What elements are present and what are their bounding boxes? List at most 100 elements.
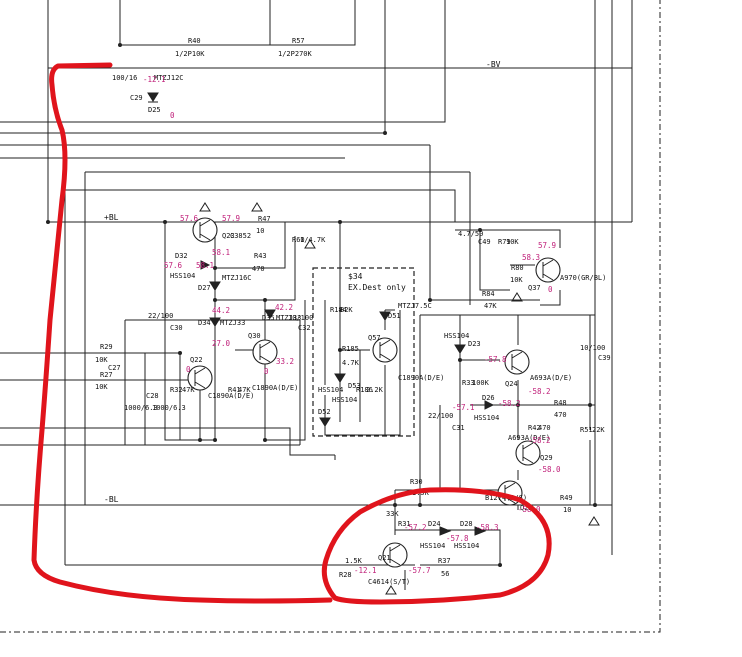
wire-vertical (65, 189, 456, 222)
transistor-part: A693A(D/E) (508, 434, 550, 442)
diode-part: HSS104 (420, 542, 445, 550)
resistor-label: R185 (342, 345, 359, 353)
diode-label: D53 (348, 382, 361, 390)
capacitor-label: C27 (108, 364, 121, 372)
capacitor-value: 10/100 (580, 344, 605, 352)
resistor-label: R57 (292, 37, 305, 45)
voltage-label: -58.2 (528, 436, 551, 445)
wire (479, 230, 510, 291)
capacitor-label: C28 (146, 392, 159, 400)
resistor-value: 2.2K (366, 386, 384, 394)
capacitor-value: 22/100 (428, 412, 453, 420)
diode-label: D24 (428, 520, 441, 528)
voltage-label: 44.2 (212, 306, 230, 315)
resistor-label: R40 (188, 37, 201, 45)
voltage-label: 57.9 (538, 241, 556, 250)
resistor-value: 10K (506, 238, 519, 246)
diode-label: D28 (460, 520, 473, 528)
diode-part: HSS104 (454, 542, 479, 550)
diode-label: D23 (468, 340, 481, 348)
resistor-value: 1/4.7K (300, 236, 326, 244)
wire-top (120, 0, 356, 46)
resistor-label: R43 (254, 252, 267, 260)
voltage-label: 57.6 (164, 261, 183, 270)
diode-part: MTZJ7.5C (398, 302, 432, 310)
diode-part: HSS104 (444, 332, 469, 340)
wire-bus (0, 0, 446, 123)
capacitor-value: 4.7/50 (458, 230, 483, 238)
diode-symbols (147, 92, 495, 536)
wire (215, 222, 286, 269)
transistor-label: Q25 (520, 504, 533, 512)
voltage-label: -57.7 (408, 566, 431, 575)
capacitor-label: C32 (298, 324, 311, 332)
resistor-value: 10K (95, 383, 108, 391)
diode-label: D52 (318, 408, 331, 416)
resistor-label: R51 (580, 426, 593, 434)
resistor-label: R41 (228, 386, 241, 394)
transistor-part: C4614(S/T) (368, 578, 410, 586)
transistor-q30 (252, 339, 278, 365)
transistor-label: Q37 (528, 284, 541, 292)
voltage-label: -58.0 (538, 465, 561, 474)
transistor-label: Q22 (190, 356, 203, 364)
resistor-value: 100K (472, 379, 490, 387)
diode-part: HSS104 (318, 386, 343, 394)
transistor-label: Q21 (378, 554, 391, 562)
transistor-label: Q23 (222, 232, 235, 240)
diode-label: D32 (175, 252, 188, 260)
transistor-q21 (382, 542, 408, 568)
transistor-q37 (535, 257, 561, 283)
capacitor-label: C39 (598, 354, 611, 362)
voltage-label: 27.0 (212, 339, 231, 348)
voltage-label: -58.2 (528, 387, 551, 396)
resistor-value: 82K (340, 306, 353, 314)
voltage-label: 42.2 (275, 303, 293, 312)
resistor-value: 10K (510, 276, 523, 284)
voltage-label: -57.8 (484, 355, 507, 364)
transistor-part: C3852 (230, 232, 251, 240)
voltage-label: 0 (548, 285, 553, 294)
transistor-q23 (192, 217, 218, 243)
voltage-label: -12.1 (143, 75, 166, 84)
transistor-label: Q57 (368, 334, 381, 342)
transistor-label: Q29 (540, 454, 553, 462)
rail-label-neg-bl: -BL (104, 495, 119, 504)
capacitor-label: C29 (130, 94, 143, 102)
option-box-label: $34 (348, 272, 363, 281)
voltage-label: 58.3 (522, 253, 540, 262)
voltage-label: 57.9 (222, 214, 240, 223)
transistor-q29 (515, 440, 541, 466)
diode-part: MTZJ12C (154, 74, 184, 82)
capacitor-value: 100/16 (112, 74, 137, 82)
voltage-label: -57.1 (452, 403, 475, 412)
voltage-label: -57.8 (446, 534, 469, 543)
voltage-label: 0 (170, 111, 175, 120)
transistor-label: Q24 (505, 380, 518, 388)
resistor-label: R31 (398, 520, 411, 528)
resistor-label: R84 (482, 290, 495, 298)
resistor-label: R79 (498, 238, 511, 246)
capacitor-label: C31 (452, 424, 465, 432)
wire-neg-bv (48, 0, 633, 69)
voltage-label: -58.2 (498, 399, 521, 408)
diode-label: D27 (198, 284, 211, 292)
frame-border (0, 0, 661, 633)
resistor-label: R47 (258, 215, 271, 223)
resistor-label: R80 (511, 264, 524, 272)
resistor-label: R30 (410, 478, 423, 486)
resistor-label: R28 (339, 571, 352, 579)
diode-part: HSS104 (170, 272, 195, 280)
voltage-label: 33.2 (276, 357, 294, 366)
wire (324, 310, 401, 436)
transistor-part: C1890A(D/E) (398, 374, 444, 382)
diode-label: D34 (198, 319, 211, 327)
resistor-value: 470 (554, 411, 567, 419)
diode-part: HSS104 (332, 396, 357, 404)
transistor-part: C1890A(D/E) (252, 384, 298, 392)
resistor-value: 33K (386, 510, 399, 518)
resistor-label: R48 (554, 399, 567, 407)
transistor-q24 (504, 349, 530, 375)
capacitor-value: 22/100 (148, 312, 173, 320)
